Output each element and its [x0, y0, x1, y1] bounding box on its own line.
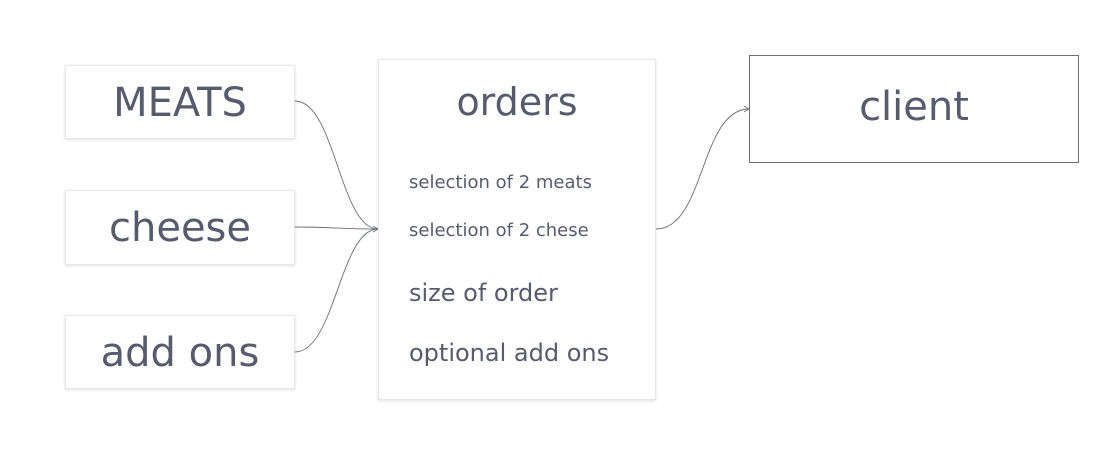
order-item-add-ons: optional add ons	[409, 339, 610, 367]
edge-orders-to-client	[655, 108, 750, 230]
cheese-label: cheese	[108, 205, 251, 251]
edge-addons-to-orders	[294, 228, 379, 353]
meats-label: MEATS	[113, 80, 247, 126]
order-item-cheese: selection of 2 chese	[409, 220, 589, 241]
add-ons-label: add ons	[100, 330, 260, 376]
edge-cheese-to-orders	[294, 226, 379, 230]
order-item-meats: selection of 2 meats	[409, 172, 592, 193]
meats-node[interactable]: MEATS	[65, 65, 295, 139]
edge-meats-to-orders	[294, 100, 379, 230]
orders-title: orders	[456, 80, 578, 124]
client-label: client	[859, 84, 969, 130]
client-node[interactable]: client	[749, 55, 1079, 163]
add-ons-node[interactable]: add ons	[65, 315, 295, 389]
order-item-size: size of order	[409, 279, 558, 307]
cheese-node[interactable]: cheese	[65, 190, 295, 265]
orders-node[interactable]: orders selection of 2 meats selection of…	[378, 59, 656, 400]
